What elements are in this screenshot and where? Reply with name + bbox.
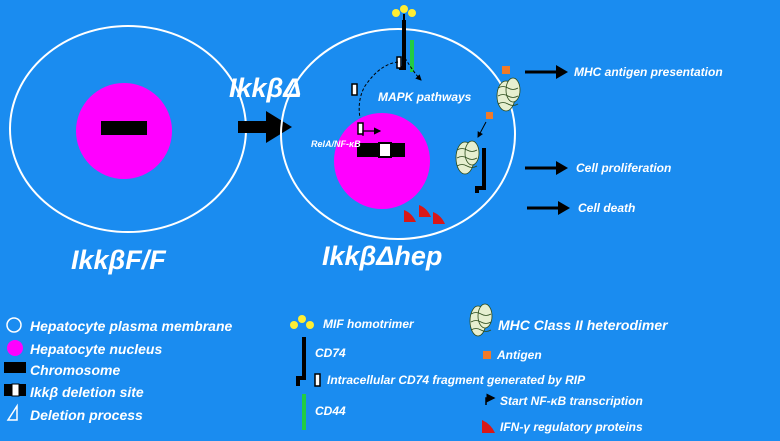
legend-antigen-icon: [483, 351, 491, 359]
transition-arrow: [238, 111, 292, 143]
legend-fragment-label: Intracellular CD74 fragment generated by…: [327, 373, 586, 387]
legend-nfkb-icon: [485, 393, 496, 405]
mif-ball-1: [392, 9, 400, 17]
cd74-intracellular-bar: [475, 148, 486, 193]
legend-deletion-process-icon: [6, 403, 18, 421]
mif-ball-2: [400, 5, 408, 13]
legend-deletion-process-label: Deletion process: [30, 407, 143, 423]
antigen-upper: [502, 66, 510, 74]
right-chromosome-right: [391, 143, 405, 157]
legend-mif-ball-1: [290, 321, 298, 329]
legend-membrane-icon: [6, 317, 22, 333]
legend-nfkb-label: Start NF-κB transcription: [500, 394, 643, 408]
cd74-fragment-2: [351, 83, 358, 96]
legend-fragment-icon: [314, 373, 321, 387]
antigen-lower: [486, 112, 493, 119]
legend-mif-label: MIF homotrimer: [323, 317, 414, 331]
mif-ball-3: [408, 9, 416, 17]
ifn-protein-1: [404, 210, 416, 222]
legend-cd44-label: CD44: [315, 404, 346, 418]
legend-cd74-label: CD74: [315, 346, 346, 360]
signal-dashed-mapk: [404, 57, 422, 81]
label-cell-proliferation: Cell proliferation: [576, 161, 672, 175]
cd74-fragment-3: [357, 122, 364, 135]
right-cell-membrane: [280, 28, 516, 240]
antigen-lower-arrow: [477, 121, 487, 138]
legend-mhc-label: MHC Class II heterodimer: [498, 317, 668, 333]
legend-membrane-label: Hepatocyte plasma membrane: [30, 318, 233, 334]
legend-deletion-site-icon-mid: [11, 383, 20, 397]
nfkb-start-arrow: [362, 127, 382, 136]
legend-ifn-icon: [482, 420, 495, 433]
legend-deletion-site-label: Ikkβ deletion site: [30, 384, 144, 400]
label-mhc-antigen-presentation: MHC antigen presentation: [574, 65, 723, 79]
label-right-cell: IkkβΔhep: [322, 241, 443, 271]
legend-nucleus-icon: [7, 340, 23, 356]
legend-chromosome-icon: [4, 362, 26, 373]
mhc-molecule-upper: [496, 77, 521, 112]
ifn-protein-3: [433, 212, 445, 224]
legend-mif-ball-3: [306, 321, 314, 329]
right-chromosome-left: [357, 143, 379, 157]
legend-chromosome-label: Chromosome: [30, 362, 121, 378]
label-left-cell: IkkβF/F: [71, 245, 166, 275]
label-cell-death: Cell death: [578, 201, 636, 215]
output-arrows: [525, 65, 570, 215]
legend-antigen-label: Antigen: [497, 348, 542, 362]
ifn-protein-2: [419, 205, 431, 217]
legend-mhc-icon: [469, 303, 493, 337]
legend-deletion-site-icon-left: [4, 384, 12, 396]
ikk-deletion-site: [378, 142, 392, 158]
legend-ifn-label: IFN-γ regulatory proteins: [500, 420, 643, 434]
mhc-molecule-lower: [455, 140, 480, 175]
legend-cd74-icon: [296, 337, 306, 386]
label-ikk-delta: IkkβΔ: [229, 73, 302, 103]
label-rela-nfkb: RelA/NF-κB: [311, 139, 361, 149]
legend-nucleus-label: Hepatocyte nucleus: [30, 341, 163, 357]
right-cell-nucleus: [334, 113, 430, 209]
signal-dashed-nucleus: [358, 61, 399, 119]
left-chromosome: [101, 121, 147, 135]
label-mapk-pathways: MAPK pathways: [378, 90, 472, 104]
legend-mif-ball-2: [298, 315, 306, 323]
legend-deletion-site-icon-right: [19, 384, 26, 396]
